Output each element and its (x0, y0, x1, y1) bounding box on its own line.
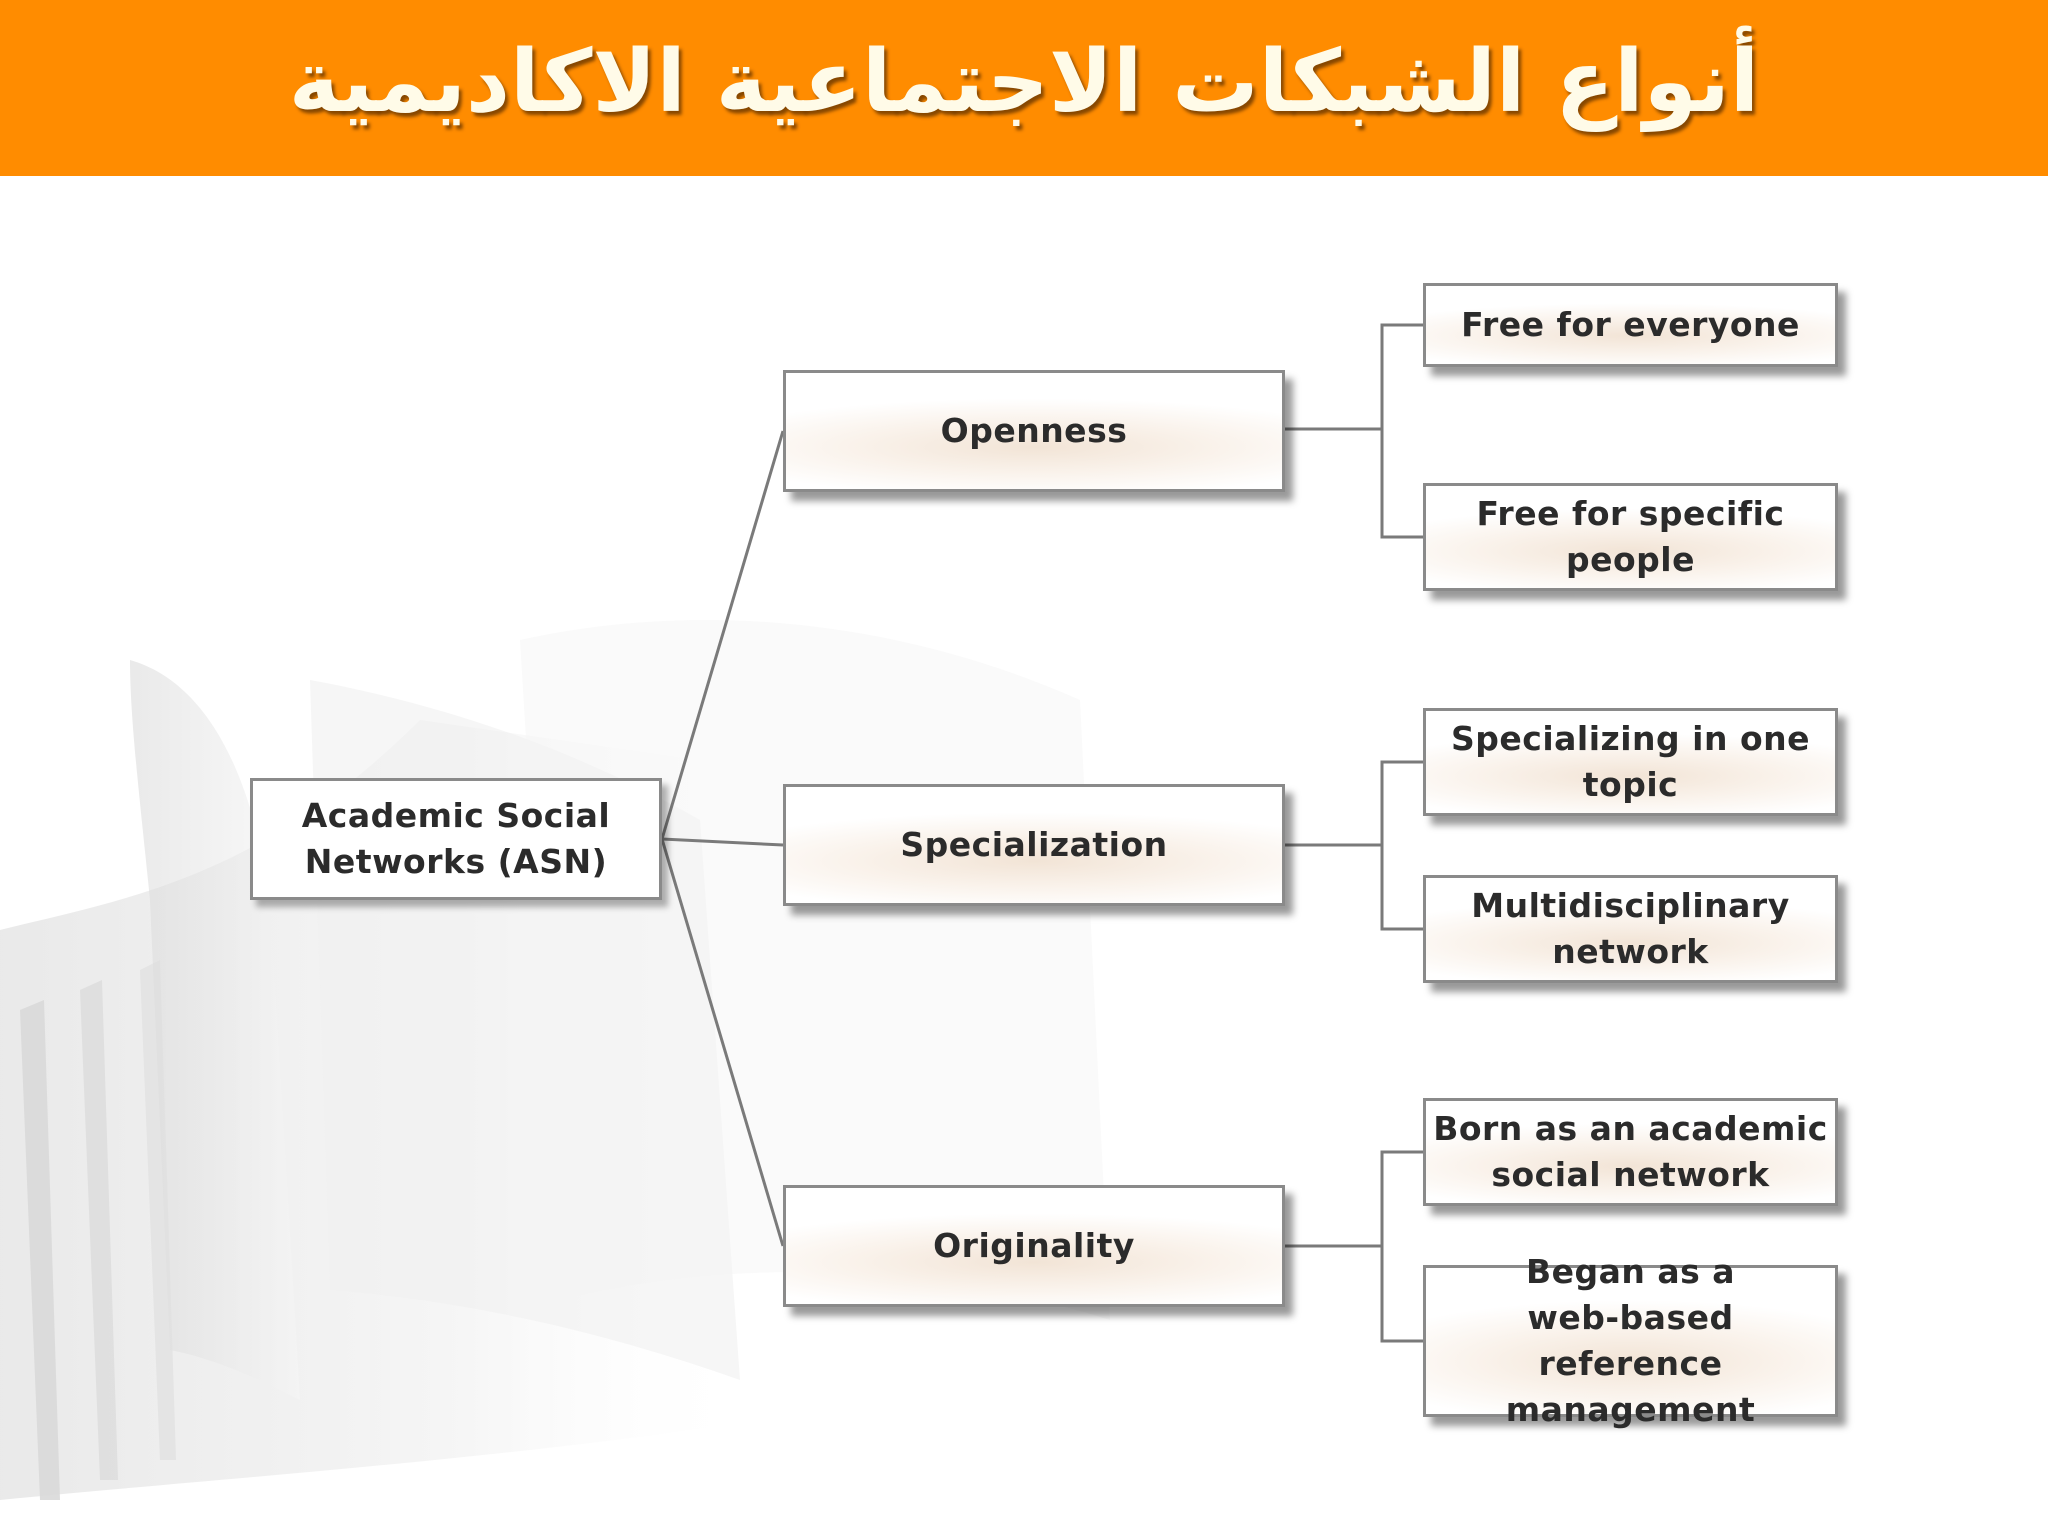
leaf-node-free-for-everyone: Free for everyone (1423, 283, 1838, 367)
slide-title: أنواع الشبكات الاجتماعية الاكاديمية (288, 32, 1760, 132)
leaf-node-multidisciplinary-network: Multidisciplinary network (1423, 875, 1838, 983)
leaf-node-began-as-reference-management: Began as a web-based reference managemen… (1423, 1252, 1838, 1429)
header-bar (0, 0, 2048, 176)
branch-node-openness: Openness (783, 370, 1285, 492)
branch-node-originality: Originality (783, 1185, 1285, 1307)
leaf-node-free-for-specific-people: Free for specific people (1423, 483, 1838, 591)
branch-node-specialization: Specialization (783, 784, 1285, 906)
leaf-node-born-as-academic-network: Born as an academic social network (1423, 1098, 1838, 1206)
leaf-node-specializing-one-topic: Specializing in one topic (1423, 708, 1838, 816)
connector-specialization-bracket (1380, 760, 1423, 931)
connector-root-specialization (661, 837, 784, 847)
root-node-asn: Academic Social Networks (ASN) (250, 778, 662, 900)
connector-originality-bracket (1380, 1150, 1423, 1343)
connector-root-openness (660, 430, 785, 840)
connector-root-originality (660, 838, 785, 1247)
connector-openness-bracket (1380, 323, 1423, 539)
